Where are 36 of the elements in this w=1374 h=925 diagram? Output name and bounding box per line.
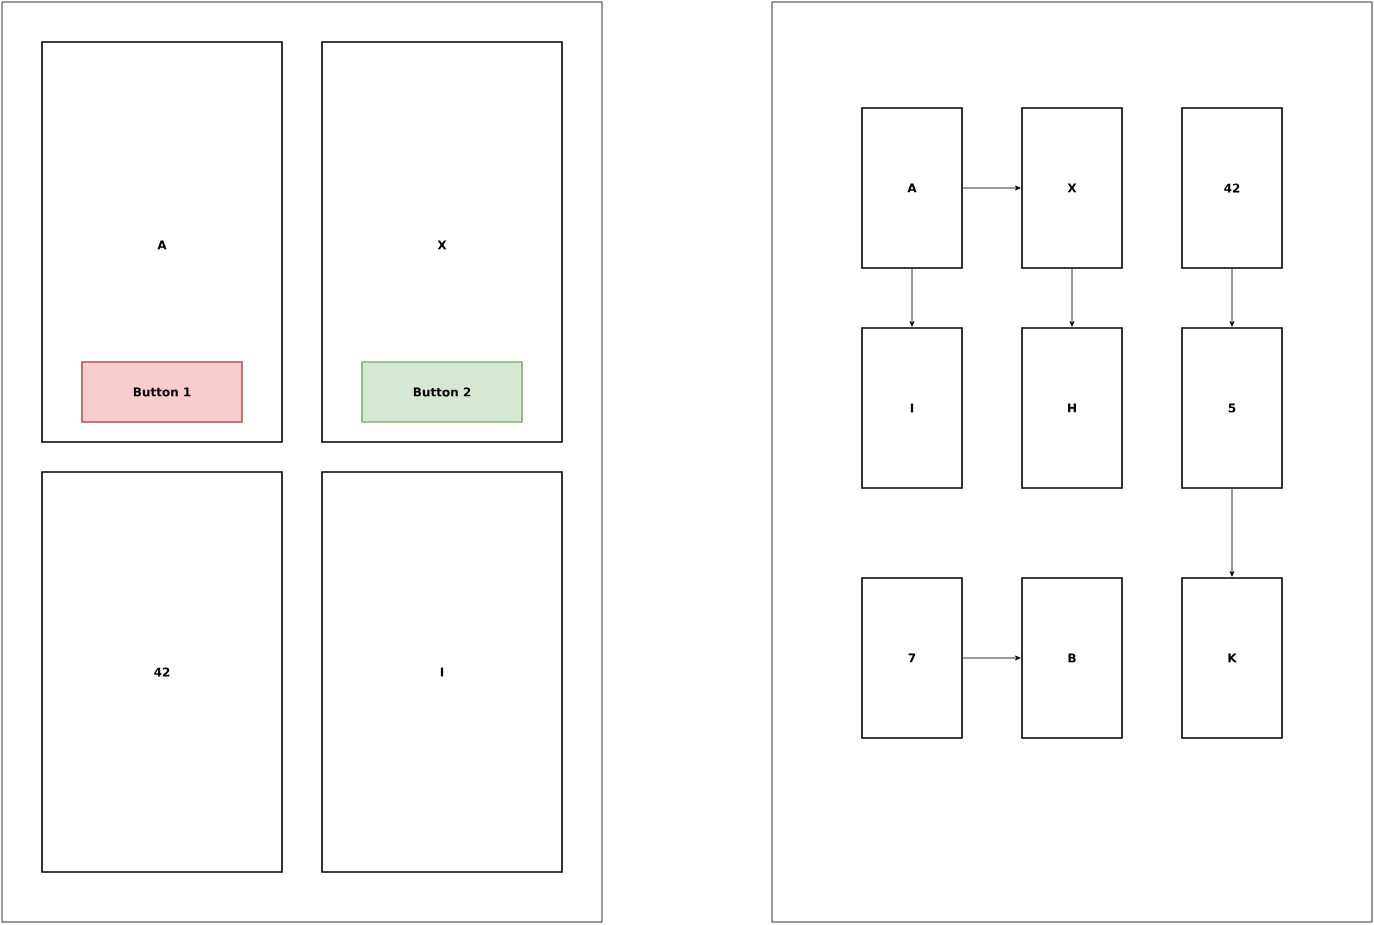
node-label: Button 2 (413, 387, 471, 397)
button (361, 361, 523, 423)
button (81, 361, 243, 423)
card-box (861, 327, 963, 489)
node-label: A (907, 183, 917, 193)
node-label: K (1228, 653, 1237, 663)
node-label: 7 (908, 653, 916, 663)
card-box (1181, 327, 1283, 489)
node-label: X (437, 240, 447, 250)
card-box (41, 471, 283, 873)
node-label: X (1067, 183, 1077, 193)
node-label: 42 (1224, 183, 1240, 193)
arrow (1229, 268, 1235, 327)
card-box (1021, 577, 1123, 739)
node-label: 5 (1228, 403, 1236, 413)
card-box (321, 41, 563, 443)
arrow (1069, 268, 1075, 327)
arrow (909, 268, 915, 327)
card-box (861, 577, 963, 739)
card-box (1021, 327, 1123, 489)
node-label: I (910, 403, 914, 413)
node-label: H (1068, 403, 1076, 413)
card-box (41, 41, 283, 443)
node-label: I (440, 667, 444, 677)
node-label: 42 (154, 667, 170, 677)
arrow (962, 655, 1021, 661)
node-label: A (157, 240, 167, 250)
card-box (1181, 577, 1283, 739)
card-box (321, 471, 563, 873)
arrow (962, 185, 1021, 191)
arrow (1229, 488, 1235, 577)
card-box (1021, 107, 1123, 269)
card-box (861, 107, 963, 269)
node-label: Button 1 (133, 387, 191, 397)
node-label: B (1068, 653, 1076, 663)
card-box (1181, 107, 1283, 269)
